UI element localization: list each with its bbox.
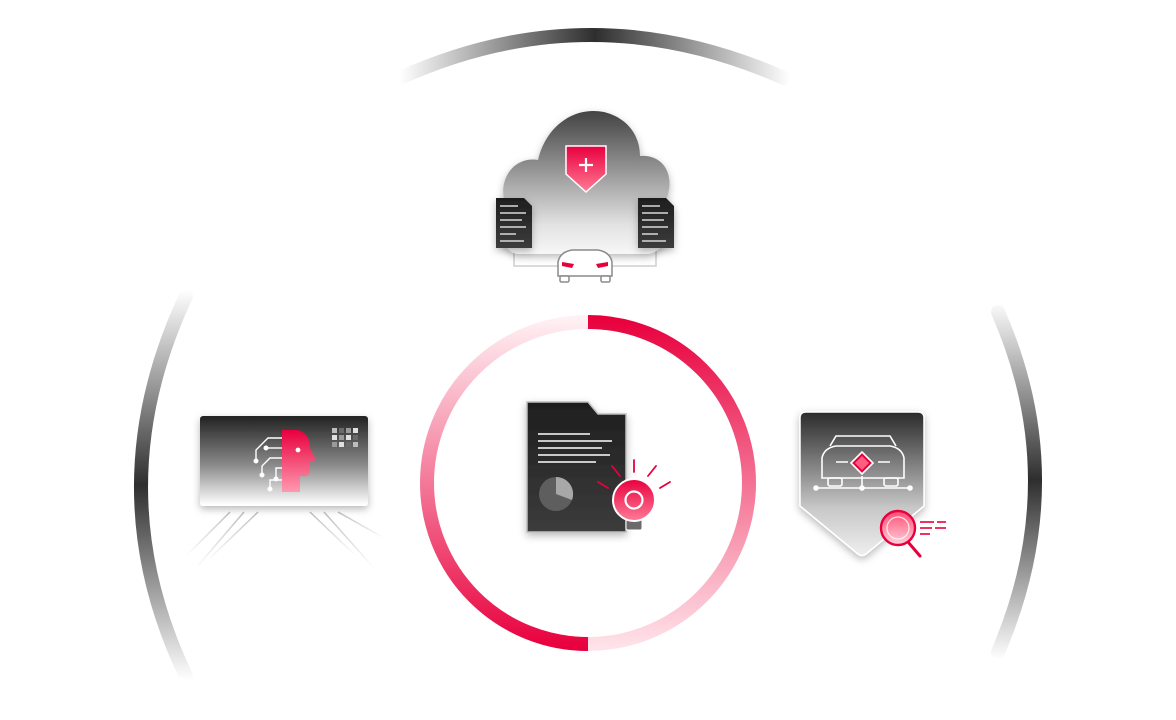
report-document (526, 401, 627, 533)
vehicle-shield-inspection-icon (799, 411, 946, 558)
report-with-alert-icon (526, 401, 671, 533)
magnifier-icon (879, 509, 946, 558)
ai-face-screen-icon (184, 416, 385, 569)
report-text-lines (538, 433, 612, 463)
outer-ring-arc-right (991, 305, 1042, 659)
document-right-icon (638, 198, 674, 248)
outer-ring (134, 28, 1042, 683)
outer-ring-arc-left (134, 289, 193, 683)
car-outline-icon (813, 435, 913, 491)
pie-chart-icon (539, 476, 574, 511)
chip-diamond-highlight (855, 456, 869, 470)
plus-icon (579, 158, 593, 172)
face-profile-icon (282, 430, 316, 492)
center-ring (420, 315, 756, 651)
face-eye (295, 447, 301, 453)
outer-ring-arc-top (393, 28, 791, 85)
document-left-icon (496, 198, 532, 248)
cloud-security-icon (496, 110, 674, 283)
center-ring-right-half (587, 315, 756, 651)
car-front-icon (557, 249, 613, 283)
center-ring-left-half (420, 315, 589, 651)
circuit-brain-icon (253, 437, 282, 492)
screen-circuit-rails (184, 511, 385, 569)
pixel-grid-icon (332, 428, 358, 447)
alert-bulb-icon (597, 459, 671, 531)
